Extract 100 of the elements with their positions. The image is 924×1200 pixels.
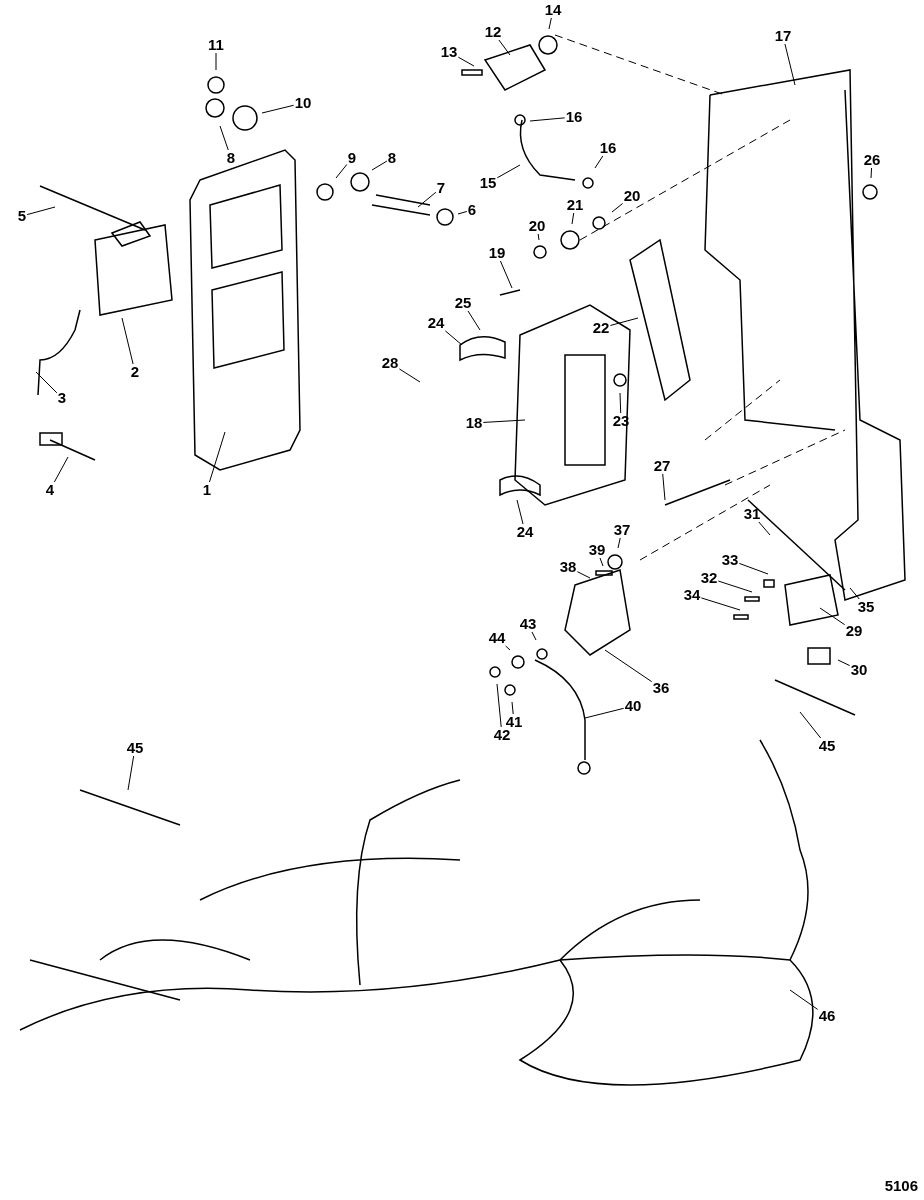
- callout-number: 20: [527, 218, 547, 234]
- leader-line: [398, 368, 421, 383]
- callout-number: 45: [125, 740, 145, 756]
- leader-line: [35, 371, 58, 394]
- leader-line: [215, 52, 217, 71]
- leader-line: [662, 473, 666, 501]
- leader-line: [417, 191, 437, 208]
- callout-number: 38: [558, 559, 578, 575]
- leader-line: [700, 597, 741, 611]
- callout-number: 42: [492, 727, 512, 743]
- callout-number: 13: [439, 44, 459, 60]
- callout-number: 20: [622, 188, 642, 204]
- leader-line: [571, 212, 575, 225]
- leader-line: [371, 160, 388, 171]
- leader-line: [594, 155, 604, 169]
- callout-number: 10: [293, 95, 313, 111]
- leader-line: [457, 211, 468, 215]
- leader-line: [604, 649, 653, 683]
- callout-number: 34: [682, 587, 702, 603]
- callout-number: 8: [386, 150, 398, 166]
- leader-line: [482, 419, 526, 423]
- callout-number: 7: [435, 180, 447, 196]
- leader-line: [819, 607, 846, 626]
- callout-number: 22: [591, 320, 611, 336]
- callout-number: 46: [817, 1008, 837, 1024]
- leader-line: [717, 580, 753, 593]
- leader-line: [584, 707, 625, 719]
- leader-line: [127, 755, 135, 791]
- leader-line: [599, 557, 604, 567]
- leader-line: [121, 317, 134, 365]
- callout-number: 26: [862, 152, 882, 168]
- callout-number: 15: [478, 175, 498, 191]
- callout-number: 30: [849, 662, 869, 678]
- callout-number: 40: [623, 698, 643, 714]
- callout-number: 14: [543, 2, 563, 18]
- callout-number: 18: [464, 415, 484, 431]
- callout-number: 31: [742, 506, 762, 522]
- leader-line: [511, 701, 514, 715]
- leader-line: [467, 310, 481, 331]
- callout-number: 36: [651, 680, 671, 696]
- callout-number: 28: [380, 355, 400, 371]
- callout-number: 16: [564, 109, 584, 125]
- callout-number: 32: [699, 570, 719, 586]
- callout-number: 35: [856, 599, 876, 615]
- leader-line: [26, 206, 56, 216]
- callout-number: 24: [515, 524, 535, 540]
- figure-number: 5106: [884, 1177, 918, 1194]
- leader-line: [498, 39, 511, 56]
- callout-number: 19: [487, 245, 507, 261]
- leader-line: [457, 56, 475, 67]
- leader-line: [611, 203, 624, 213]
- leader-line: [531, 631, 537, 641]
- callout-number: 21: [565, 197, 585, 213]
- callout-number: 1: [201, 482, 213, 498]
- callout-number: 39: [587, 542, 607, 558]
- leader-line: [53, 456, 69, 483]
- callout-number: 8: [225, 150, 237, 166]
- callout-number: 25: [453, 295, 473, 311]
- leader-line: [516, 499, 524, 525]
- leader-line: [758, 521, 771, 536]
- callout-number: 43: [518, 616, 538, 632]
- callout-number: 27: [652, 458, 672, 474]
- leader-line: [499, 260, 513, 289]
- callout-number: 37: [612, 522, 632, 538]
- leader-line: [849, 587, 860, 600]
- callout-number: 45: [817, 738, 837, 754]
- callout-number: 12: [483, 24, 503, 40]
- leader-line: [496, 164, 521, 179]
- leader-line: [837, 659, 851, 667]
- callout-number: 9: [346, 150, 358, 166]
- leader-line: [576, 571, 591, 579]
- callout-number: 11: [207, 37, 225, 53]
- callout-number: 44: [487, 630, 507, 646]
- leader-line: [784, 43, 796, 86]
- callout-number: 17: [773, 28, 793, 44]
- callout-number: 16: [598, 140, 618, 156]
- leader-line: [870, 167, 873, 179]
- leader-line: [529, 117, 566, 122]
- leader-line: [444, 330, 463, 346]
- leader-line: [799, 711, 822, 739]
- callout-number: 33: [720, 552, 740, 568]
- callout-number: 5: [16, 208, 28, 224]
- callout-number: 3: [56, 390, 68, 406]
- leader-line: [537, 233, 540, 241]
- leader-line: [261, 104, 295, 114]
- leader-line: [609, 317, 639, 326]
- leader-line: [738, 562, 769, 575]
- callout-number: 4: [44, 482, 56, 498]
- callout-number: 24: [426, 315, 446, 331]
- callout-number: 6: [466, 202, 478, 218]
- leader-line: [617, 537, 621, 549]
- leader-line: [548, 17, 552, 30]
- callout-number: 29: [844, 623, 864, 639]
- leader-line: [505, 645, 511, 651]
- leader-line: [789, 989, 819, 1010]
- callout-number: 41: [504, 714, 524, 730]
- leader-line: [335, 163, 348, 179]
- leader-line: [496, 683, 502, 728]
- callout-number: 2: [129, 364, 141, 380]
- leader-line: [619, 392, 622, 414]
